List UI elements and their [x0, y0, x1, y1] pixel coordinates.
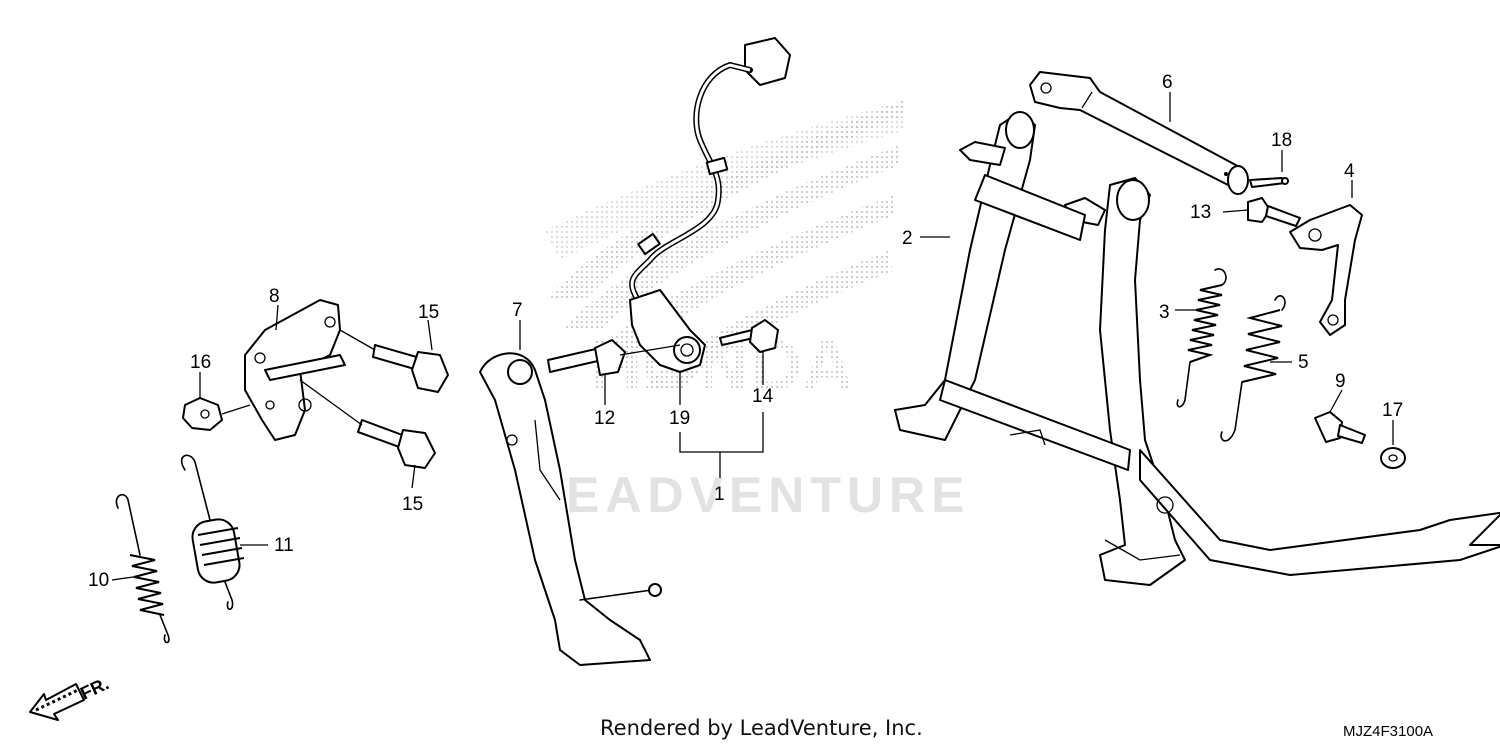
part-13-bolt[interactable]	[1247, 197, 1301, 227]
rendered-by-footer: Rendered by LeadVenture, Inc.	[600, 716, 923, 740]
part-9-bolt[interactable]	[1314, 411, 1366, 444]
callout-8[interactable]: 8	[269, 286, 280, 307]
part-12-bolt[interactable]	[547, 339, 681, 376]
callout-15-upper[interactable]: 15	[418, 302, 439, 323]
callout-13[interactable]: 13	[1190, 202, 1211, 223]
leader-lines	[111, 92, 1394, 581]
part-15-bolt-upper[interactable]	[339, 329, 449, 393]
part-11-spring[interactable]	[180, 454, 245, 611]
part-16-nut[interactable]	[182, 397, 251, 431]
callout-9[interactable]: 9	[1335, 371, 1346, 392]
callout-17[interactable]: 17	[1382, 400, 1403, 421]
callout-5[interactable]: 5	[1298, 352, 1309, 373]
callout-11[interactable]: 11	[274, 535, 294, 556]
part-7-side-stand[interactable]	[479, 352, 662, 666]
callout-1[interactable]: 1	[714, 484, 725, 505]
part-17-washer[interactable]	[1380, 447, 1406, 469]
part-18-cotter-pin[interactable]	[1249, 177, 1289, 188]
callout-labels: 1 2 3 4 5 6 7 8 9 10 11 12 13 14 15 15 1…	[88, 72, 1403, 591]
part-8-bracket[interactable]	[244, 299, 346, 441]
callout-2[interactable]: 2	[902, 228, 913, 249]
part-5-spring[interactable]	[1220, 295, 1286, 442]
side-stand-switch-harness[interactable]	[629, 37, 791, 303]
leadventure-watermark: LEADVENTURE	[529, 467, 970, 523]
callout-3[interactable]: 3	[1159, 302, 1170, 323]
callout-14[interactable]: 14	[752, 386, 774, 407]
callout-18[interactable]: 18	[1271, 130, 1292, 151]
part-2-main-stand[interactable]	[894, 111, 1500, 586]
part-14-bolt[interactable]	[719, 319, 779, 353]
part-19-switch[interactable]	[629, 289, 706, 373]
callout-15-lower[interactable]: 15	[402, 494, 423, 515]
diagram-code: MJZ4F3100A	[1343, 723, 1434, 740]
part-6-pivot-shaft[interactable]	[1029, 71, 1249, 195]
callout-6[interactable]: 6	[1162, 72, 1173, 93]
part-15-bolt-lower[interactable]	[299, 379, 436, 469]
callout-7[interactable]: 7	[512, 300, 523, 321]
part-3-spring[interactable]	[1176, 268, 1227, 408]
callout-19[interactable]: 19	[669, 408, 690, 429]
callout-12[interactable]: 12	[594, 408, 615, 429]
part-10-spring[interactable]	[115, 493, 170, 644]
part-4-bracket[interactable]	[1289, 204, 1363, 336]
callout-10[interactable]: 10	[88, 570, 109, 591]
front-direction-marker: FR.	[29, 673, 112, 721]
callout-4[interactable]: 4	[1344, 161, 1355, 182]
callout-16[interactable]: 16	[190, 352, 211, 373]
